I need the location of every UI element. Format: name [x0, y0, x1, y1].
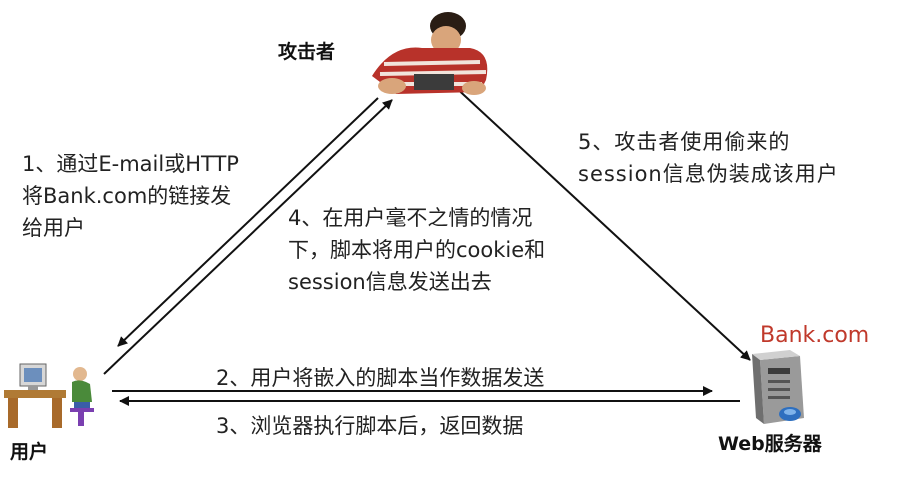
step-4-line: session信息发送出去	[288, 270, 492, 294]
step-5-line: 5、攻击者使用偷来的	[578, 130, 791, 154]
step-5-line: session信息伪装成该用户	[578, 162, 839, 186]
step-4-line: 下，脚本将用户的cookie和	[288, 238, 546, 262]
step-4-line: 4、在用户毫不之情的情况	[288, 206, 533, 230]
step-5-text: 5、攻击者使用偷来的 session信息伪装成该用户	[578, 126, 839, 190]
step-2-text: 2、用户将嵌入的脚本当作数据发送	[216, 366, 545, 390]
bank-brand-label: Bank.com	[760, 323, 870, 348]
step-1-line: 将Bank.com的链接发	[22, 184, 232, 208]
arrow-user-to-attacker	[103, 99, 393, 375]
step-1-text: 1、通过E-mail或HTTP 将Bank.com的链接发 给用户	[22, 148, 239, 244]
step-1-line: 1、通过E-mail或HTTP	[22, 152, 239, 176]
step-3-text: 3、浏览器执行脚本后，返回数据	[216, 414, 524, 438]
attacker-label: 攻击者	[278, 41, 336, 63]
arrow-attacker-to-user	[117, 97, 379, 347]
user-label: 用户	[10, 441, 49, 463]
arrow-attacker-to-server	[451, 83, 751, 361]
step-4-text: 4、在用户毫不之情的情况 下，脚本将用户的cookie和 session信息发送…	[288, 202, 545, 298]
user-at-computer-icon	[4, 363, 94, 428]
web-server-icon	[752, 350, 804, 424]
web-server-label: Web服务器	[718, 433, 822, 455]
attacker-person-icon	[372, 12, 488, 95]
step-1-line: 给用户	[22, 216, 85, 240]
